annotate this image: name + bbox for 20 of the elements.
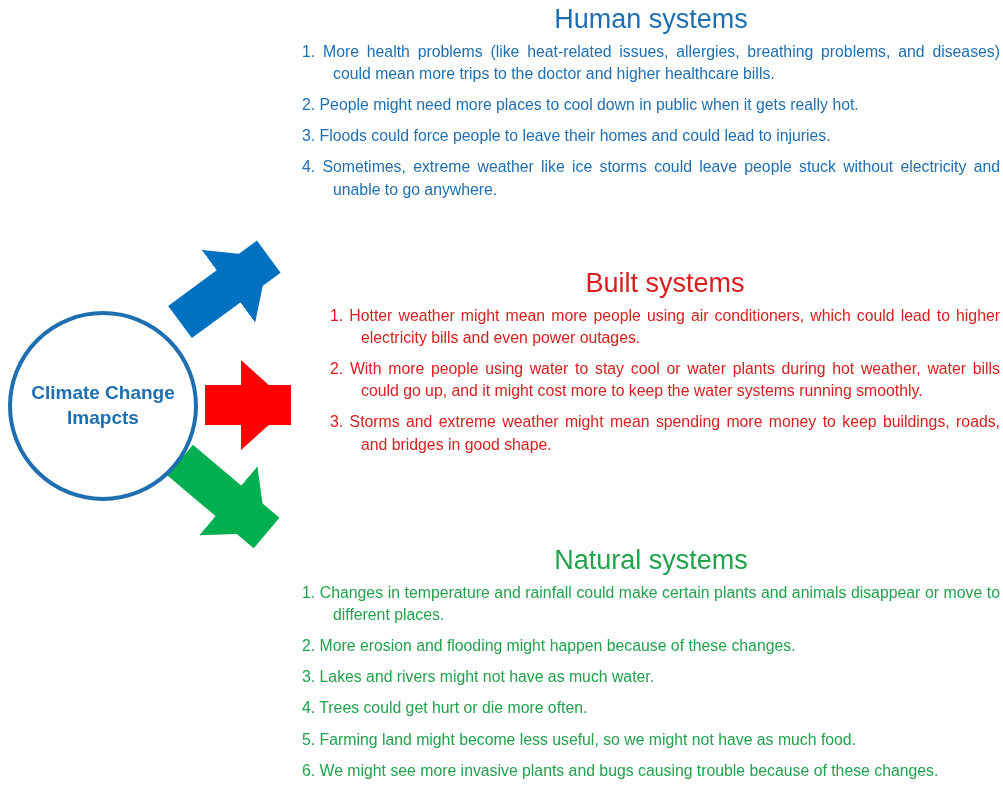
list-item: 1. Hotter weather might mean more people using air conditioners, which could lead to higher electricity bills and even power outages. bbox=[330, 306, 1000, 349]
list-item: 3. Storms and extreme weather might mean spending more money to keep buildings, roads, and bridges in good shape. bbox=[330, 412, 1000, 455]
list-item: 1. More health problems (like heat-related issues, allergies, breathing problems, and diseases) could mean more trips to the doctor and higher healthcare bills. bbox=[302, 42, 1000, 85]
list-item: 6. We might see more invasive plants and bugs causing trouble because of these changes. bbox=[302, 760, 940, 781]
list-item: 2. With more people using water to stay cool or water plants during hot weather, water bills could go up, and it might cost more to keep the water systems running smoothly. bbox=[330, 359, 1000, 402]
list-item: 2. People might need more places to cool down in public when it gets really hot. bbox=[302, 95, 860, 116]
block-arrow bbox=[168, 240, 281, 339]
section-heading: Built systems bbox=[584, 268, 746, 299]
list-item: 3. Lakes and rivers might not have as much water. bbox=[302, 667, 656, 688]
block-arrow bbox=[167, 444, 280, 549]
list-item: 3. Floods could force people to leave their homes and could lead to injuries. bbox=[302, 126, 832, 147]
section-heading: Natural systems bbox=[553, 545, 749, 576]
list-item: 4. Trees could get hurt or die more often. bbox=[302, 698, 589, 719]
section-heading: Human systems bbox=[553, 4, 749, 35]
list-item: 5. Farming land might become less useful, so we might not have as much food. bbox=[302, 729, 858, 750]
list-item: 2. More erosion and flooding might happen because of these changes. bbox=[302, 636, 797, 657]
list-item: 4. Sometimes, extreme weather like ice storms could leave people stuck without electricity and unable to go anywhere. bbox=[302, 157, 1000, 200]
list-item: 1. Changes in temperature and rainfall could make certain plants and animals disappear or move to different places. bbox=[302, 583, 1000, 626]
node-title: Climate Change Imapcts bbox=[30, 381, 176, 430]
block-arrow bbox=[205, 360, 291, 450]
